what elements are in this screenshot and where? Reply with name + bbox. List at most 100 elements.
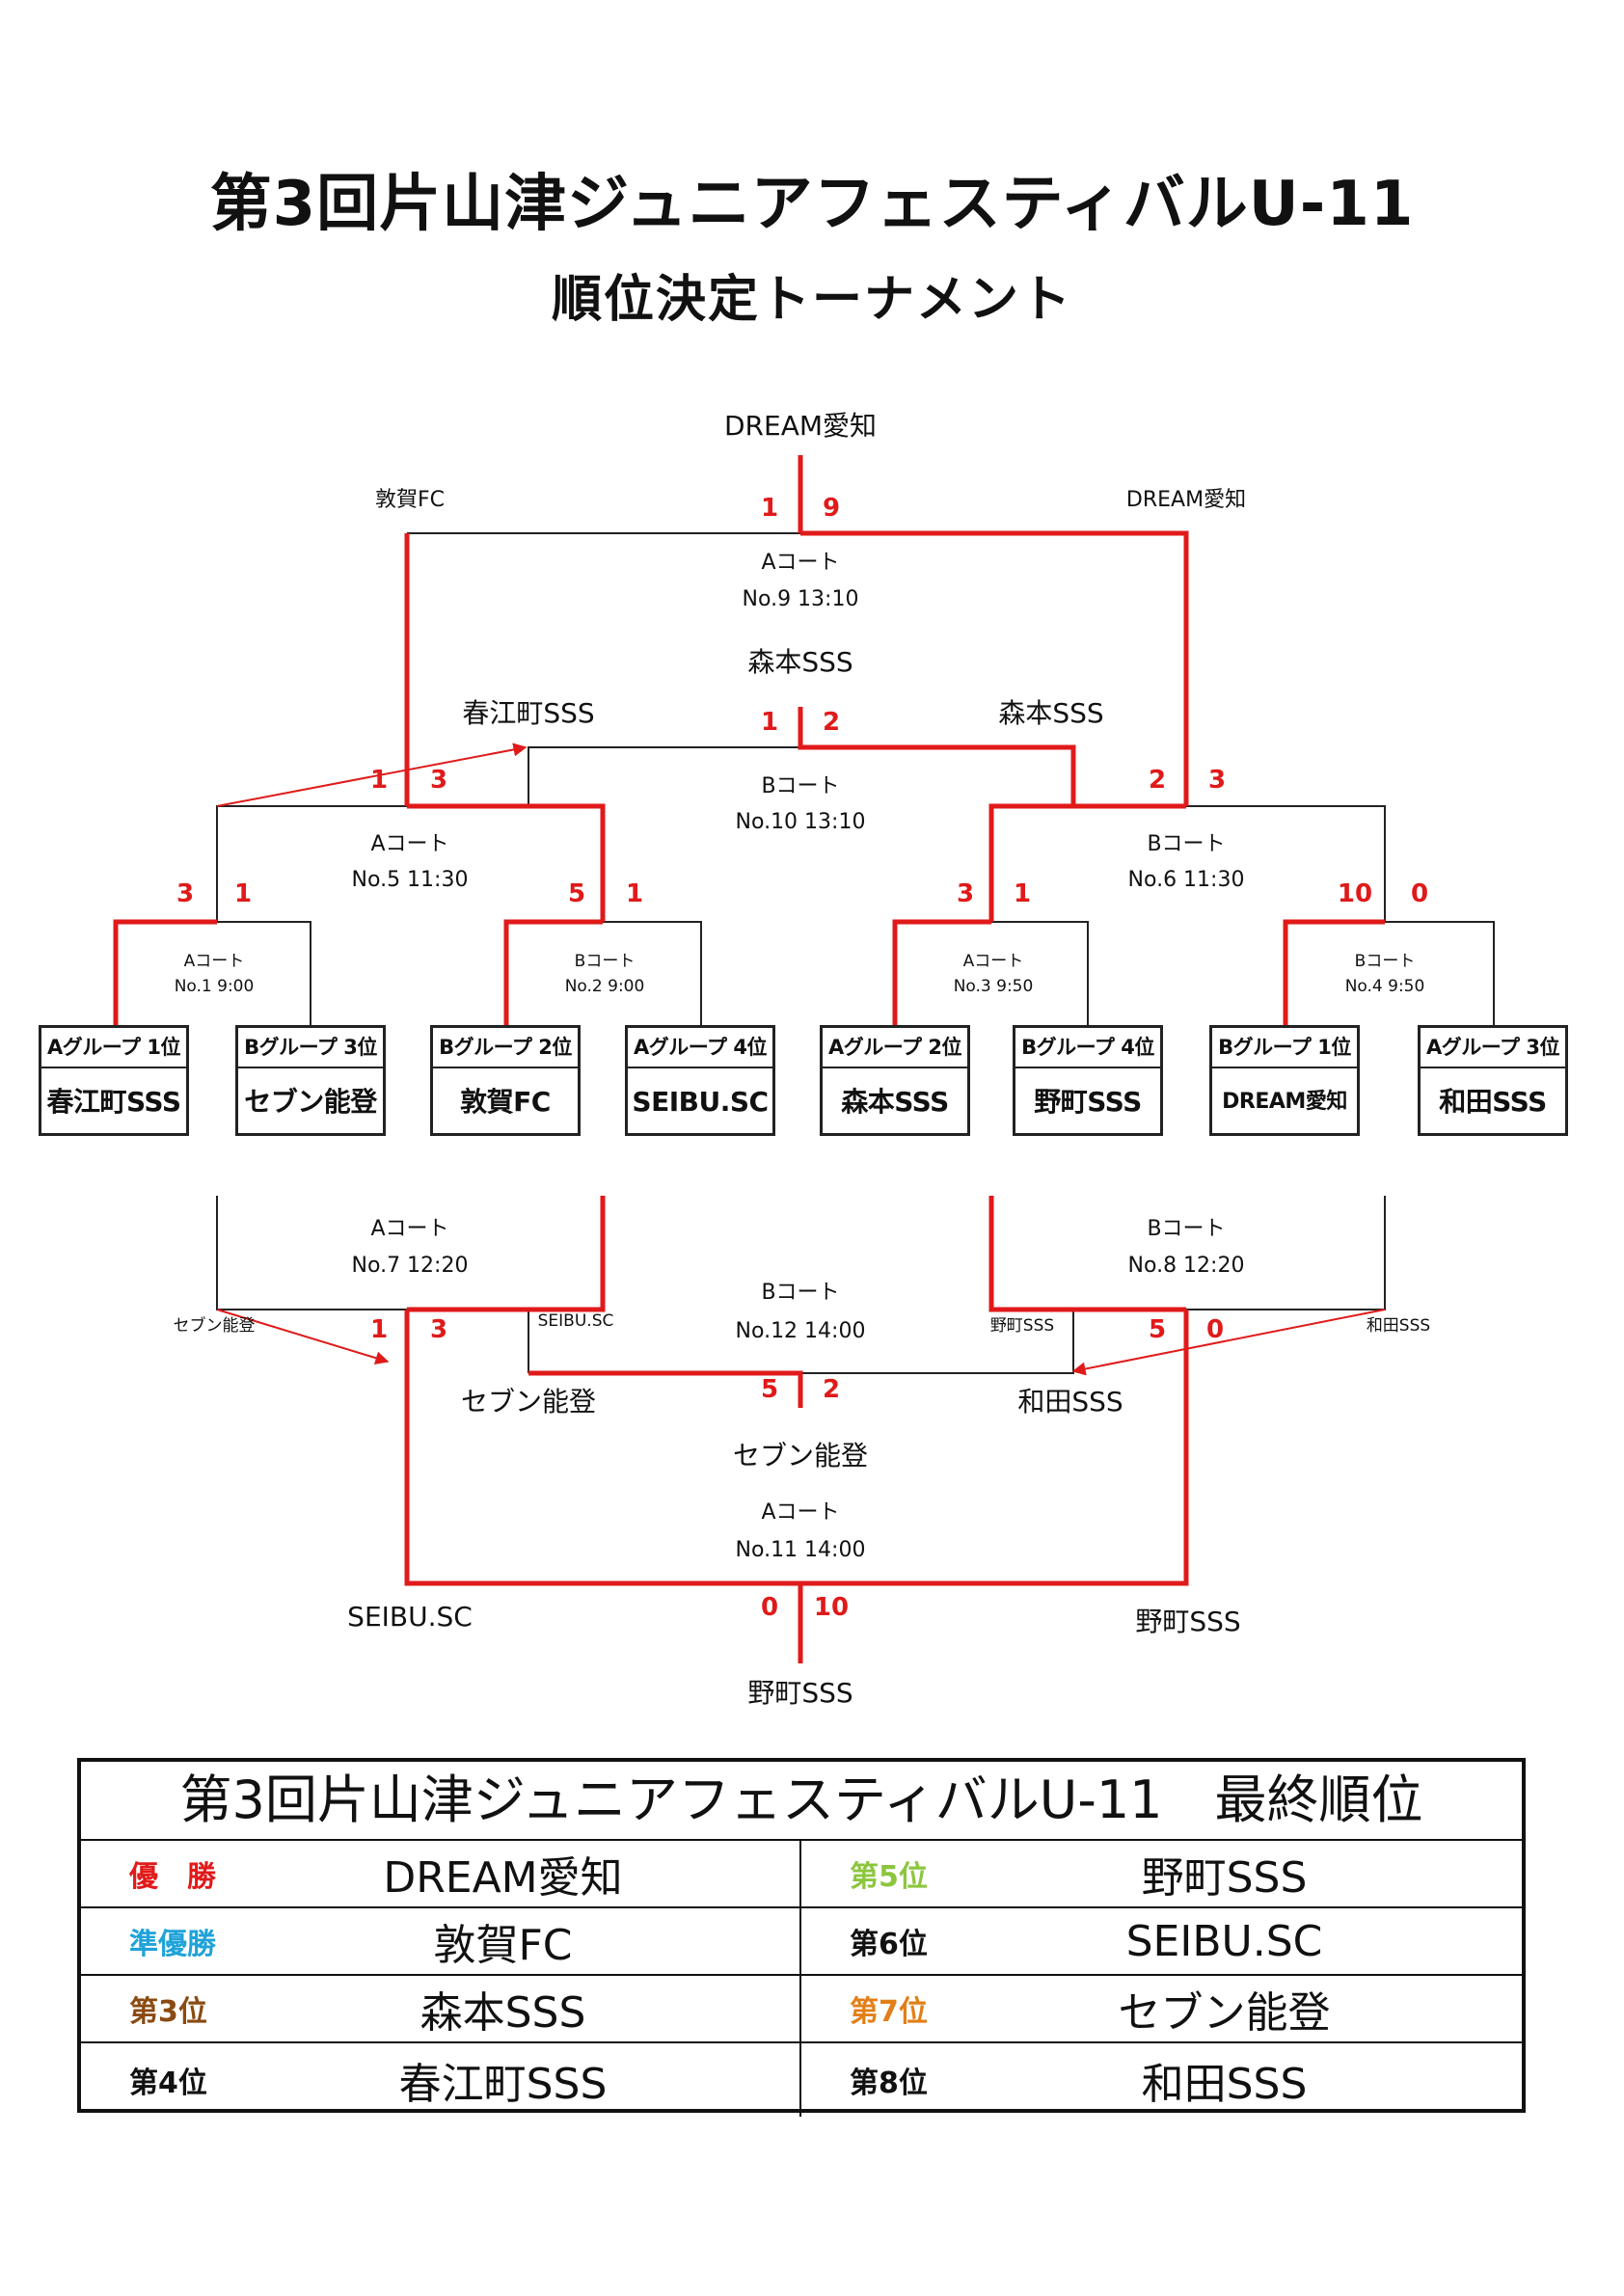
ranking-row: 第3位 森本SSS 第7位 セブン能登 [81,1976,1522,2043]
team-name: 春江町SSS [46,1086,181,1118]
m1-loser-line [217,921,311,1025]
m7-left-team: セブン能登 [173,1316,256,1336]
ranking-cell: 第8位 和田SSS [801,2043,1522,2117]
m2-score-right: 1 [625,879,644,908]
team-position: Bグループ 3位 [238,1028,383,1068]
m8-to-m11 [800,1310,1189,1586]
m3-loser-line [991,921,1089,1025]
ranking-cell: 優 勝 DREAM愛知 [81,1841,801,1906]
m6-info: No.6 11:30 [1127,868,1245,892]
m6-to-final [800,530,1189,806]
team-box-6: Bグループ 4位 野町SSS [1013,1025,1163,1136]
m8-info: No.8 12:20 [1127,1254,1245,1278]
rank-label: 第7位 [850,1995,928,2029]
m12-win-line [528,1370,803,1408]
m7-to-m11 [404,1310,800,1586]
m11-left-team: SEIBU.SC [347,1601,473,1633]
team-box-2: Bグループ 3位 セブン能登 [235,1025,386,1136]
m8-right-team: 和田SSS [1366,1316,1431,1336]
m2-info: No.2 9:00 [564,977,645,996]
m7-right-team: SEIBU.SC [537,1311,614,1331]
m9-info: No.9 13:10 [742,587,859,611]
m10-loser-line [528,746,800,806]
m9-score-left: 1 [760,494,779,523]
ranking-cell: 第3位 森本SSS [81,1976,801,2041]
m3-court: Aコート [962,952,1024,971]
rank-label: 第6位 [850,1928,928,1961]
ranking-row: 第4位 春江町SSS 第8位 和田SSS [81,2043,1522,2117]
rank-label: 第4位 [129,2066,207,2100]
m2-win-line [503,919,603,1025]
rank-label: 第8位 [850,2066,928,2100]
team-name: セブン能登 [244,1086,377,1118]
m11-score-right: 10 [813,1593,850,1622]
ranking-row: 準優勝 敦賀FC 第6位 SEIBU.SC [81,1908,1522,1976]
m7-loser-arrow [216,1309,390,1365]
m1-court: Aコート [183,952,245,971]
m5-court: Aコート [370,832,449,856]
m6-win-line [988,803,1186,922]
m12-court: Bコート [761,1281,840,1305]
team-position: Bグループ 4位 [1015,1028,1160,1068]
m1-win-line [113,919,217,1025]
team-name: 森本SSS [841,1086,949,1118]
final-ranking-table: 第3回片山津ジュニアフェスティバルU-11 最終順位 優 勝 DREAM愛知 第… [77,1758,1526,2117]
m1-score-left: 3 [176,879,195,908]
team-box-7: Bグループ 1位 DREAM愛知 [1209,1025,1360,1136]
m8-left-team: 野町SSS [989,1316,1055,1336]
m12-winner: セブン能登 [732,1440,869,1472]
m4-win-line [1283,919,1385,1025]
ranking-cell: 第4位 春江町SSS [81,2043,801,2117]
m8-court: Bコート [1147,1217,1226,1241]
m7-win-line [407,1196,606,1312]
rank-team: DREAM愛知 [383,1853,623,1903]
m3-info: No.3 9:50 [953,977,1034,996]
page-subtitle: 順位決定トーナメント [551,271,1072,329]
team-box-5: Aグループ 2位 森本SSS [820,1025,970,1136]
m5-score-right: 3 [429,766,448,795]
page-title: 第3回片山津ジュニアフェスティバルU-11 [209,169,1415,240]
rank-team: 森本SSS [420,1988,586,2038]
team-position: Aグループ 4位 [628,1028,772,1068]
m12-info: No.12 14:00 [735,1319,866,1343]
team-box-8: Aグループ 3位 和田SSS [1418,1025,1568,1136]
m12-left-team: セブン能登 [460,1386,597,1418]
m9-score-right: 9 [822,494,841,523]
m3-win-line [892,919,991,1025]
m4-score-right: 0 [1410,879,1429,908]
m12-score-right: 2 [822,1375,841,1404]
m11-winner: 野町SSS [747,1677,853,1709]
m2-loser-line [603,921,702,1025]
ranking-cell: 準優勝 敦賀FC [81,1908,801,1974]
m10-court: Bコート [761,774,840,798]
m1-score-right: 1 [233,879,253,908]
m1-info: No.1 9:00 [174,977,255,996]
m10-score-left: 1 [760,708,779,737]
rank-label: 第5位 [850,1860,928,1894]
rank-team: 春江町SSS [398,2060,608,2109]
m11-right-team: 野町SSS [1135,1606,1241,1637]
m8-score-left: 5 [1148,1315,1167,1344]
m6-loser-line [1186,805,1386,922]
m2-score-left: 5 [567,879,586,908]
m7-info: No.7 12:20 [351,1254,469,1278]
team-position: Aグループ 3位 [1421,1028,1565,1068]
m10-winner: 森本SSS [747,646,853,678]
team-box-3: Bグループ 2位 敦賀FC [430,1025,581,1136]
m5-win-line [407,803,606,922]
team-position: Aグループ 1位 [41,1028,186,1068]
team-position: Bグループ 2位 [433,1028,578,1068]
m6-score-left: 2 [1148,766,1167,795]
m8-win-line [988,1196,1186,1312]
m4-court: Bコート [1354,952,1416,971]
m8-loser-arrow [1071,1309,1386,1376]
m10-info: No.10 13:10 [735,810,866,834]
m5-score-left: 1 [369,766,389,795]
ranking-row: 優 勝 DREAM愛知 第5位 野町SSS [81,1841,1522,1908]
m4-loser-line [1385,921,1495,1025]
rank-team: SEIBU.SC [1125,1916,1323,1966]
m5-loser-arrow [216,743,528,807]
team-position: Aグループ 2位 [823,1028,967,1068]
rank-label: 優 勝 [129,1860,216,1894]
m7-court: Aコート [370,1217,449,1241]
